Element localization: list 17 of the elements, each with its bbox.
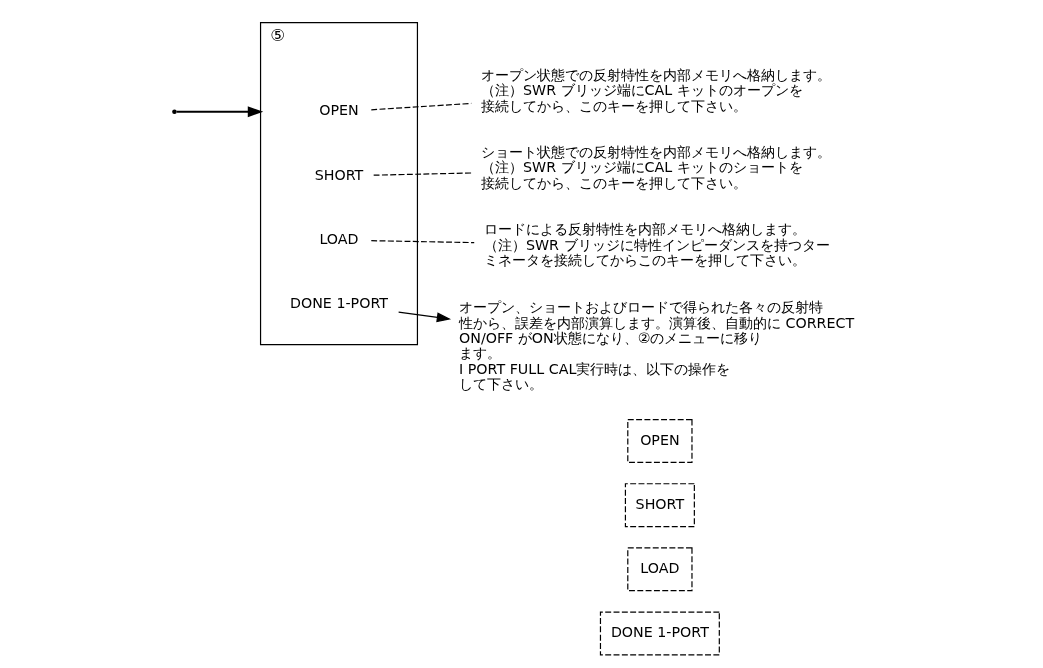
node-text: SHORT (314, 166, 364, 183)
node-box: DONE 1-PORT (599, 611, 720, 656)
node-text: ロードによる反射特性を内部メモリへ格納します。 （注）SWR ブリッジに特性インピーダンスを持つターミネータを接続してからこのキーを押して下さい。 (483, 221, 830, 269)
node-text: DONE 1-PORT (290, 294, 388, 311)
arrow (398, 311, 452, 323)
connector (373, 172, 472, 176)
arrow (175, 106, 264, 118)
node-text: OPEN (319, 102, 359, 119)
node-box: SHORT (624, 483, 695, 528)
node-box: LOAD (627, 547, 693, 592)
node-text: ショート状態での反射特性を内部メモリへ格納します。 （注）SWR ブリッジ端にCAL キットのショートを接続してから、このキーを押して下さい。 (481, 144, 832, 191)
node-text: LOAD (319, 230, 359, 247)
node-text: オープン状態での反射特性を内部メモリへ格納します。 （注）SWR ブリッジ端にCAL キットのオープンを接続してから、このキーを押して下さい。 (481, 66, 832, 114)
connector (370, 240, 475, 244)
node-text: オープン、ショートおよびロードで得られた各々の反射特性から、誤差を内部演算します。演算後、自動的に CORRECT ON/OFF がON状態になり、②のメニューに移ります。 I PORT FULL CAL実行時は、以下の操作をして下さい。 (459, 299, 855, 393)
node-box: OPEN (627, 418, 693, 463)
connector (370, 102, 472, 111)
